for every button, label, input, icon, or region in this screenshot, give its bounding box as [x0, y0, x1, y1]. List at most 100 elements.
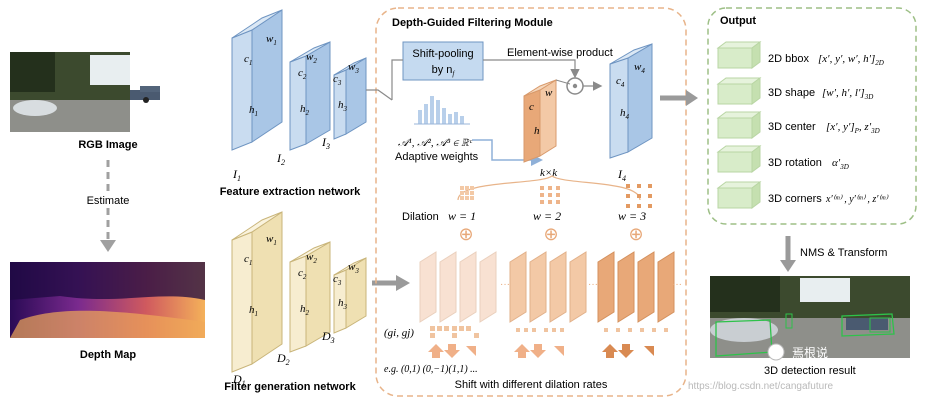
filter-layer-2 — [289, 241, 331, 353]
feature-h2: h2 — [300, 103, 310, 117]
module-border — [375, 7, 687, 397]
filter-D3: D3 — [321, 329, 335, 345]
output-2d-bbox-formula: [x′, y′, w′, h′]2D — [818, 53, 884, 67]
feature-layer-3 — [333, 57, 367, 140]
depth-map-image — [10, 262, 205, 338]
filter-c3: c3 — [333, 273, 342, 287]
to-shift-pooling-line — [391, 59, 403, 100]
feature-w1: w1 — [266, 33, 277, 47]
feature-I2: I2 — [276, 151, 285, 167]
stack-ellipsis-1: ··· — [500, 279, 510, 290]
elementwise-label: Element-wise product — [507, 47, 613, 59]
filter-w1: w1 — [266, 233, 277, 247]
output-title: Output — [720, 15, 756, 27]
estimate-arrowhead — [100, 240, 116, 252]
output-feature-I4 — [609, 43, 653, 159]
watermark-url: https://blog.csdn.net/cangafuture — [688, 381, 834, 392]
shift-pooling-line1: Shift-pooling — [412, 48, 473, 60]
shift-pooling-line2: by nf — [432, 64, 456, 78]
shift-example: e.g. (0,1) (0,−1)(1,1) ... — [384, 364, 478, 375]
adaptive-weights-label: Adaptive weights — [395, 151, 479, 163]
dilation-stack-3 — [597, 251, 675, 323]
shift-pooling-box — [402, 41, 484, 81]
feature-I3: I3 — [321, 135, 330, 151]
stack-ellipsis-2: ··· — [588, 279, 598, 290]
filter-layer-3 — [333, 257, 367, 334]
gi-gj-label: (gi, gj) — [384, 327, 414, 339]
output-2d-bbox-label: 2D bbox — [768, 53, 809, 65]
rgb-image — [10, 52, 160, 132]
feature-c3: c3 — [333, 73, 342, 87]
nms-label: NMS & Transform — [800, 247, 887, 259]
plus-icon-1: ⊕ — [458, 224, 473, 244]
output-item-2d-bbox — [716, 41, 762, 69]
feature-w3: w3 — [348, 61, 359, 75]
dilation-grid-1 — [460, 186, 474, 200]
filter-to-module-arrowhead — [396, 275, 410, 291]
shift-grids — [430, 326, 668, 338]
plus-icon-2: ⊕ — [543, 224, 558, 244]
stack-ellipsis-3: ··· — [672, 279, 682, 290]
filter-w3: w3 — [348, 261, 359, 275]
filter-c2: c2 — [298, 267, 307, 281]
shift-arrows — [428, 344, 654, 358]
feature-to-module-line — [366, 89, 393, 101]
output-3d-rotation-label: 3D rotation — [768, 157, 822, 169]
dilation-w1: w = 1 — [448, 209, 476, 223]
shift-caption: Shift with different dilation rates — [455, 379, 608, 391]
feature-c1: c1 — [244, 53, 252, 67]
output-item-3d-rotation — [716, 145, 762, 173]
output-I4: I4 — [617, 167, 626, 183]
detection-label: 3D detection result — [764, 365, 856, 377]
output-3d-center-label: 3D center — [768, 121, 816, 133]
filter-D2: D2 — [276, 351, 290, 367]
rgb-label: RGB Image — [78, 139, 137, 151]
output-h4: h4 — [620, 107, 630, 121]
dilation-stack-2 — [509, 251, 587, 323]
filter-h2: h2 — [300, 303, 310, 317]
module-title: Depth-Guided Filtering Module — [392, 17, 553, 29]
feature-c2: c2 — [298, 67, 307, 81]
kernel-to-product-line — [555, 79, 571, 85]
elementwise-dot — [572, 83, 578, 89]
output-3d-shape-label: 3D shape — [768, 87, 815, 99]
output-w4: w4 — [634, 61, 645, 75]
dilation-w3: w = 3 — [618, 209, 646, 223]
kernel-h: h — [534, 125, 540, 137]
filter-h1: h1 — [249, 304, 258, 318]
wechat-icon — [767, 343, 785, 361]
output-c4: c4 — [616, 75, 625, 89]
output-3d-rotation-formula: α′3D — [832, 157, 849, 171]
watermark-brand: 焉根说 — [792, 345, 828, 360]
filter-layer-1 — [231, 211, 283, 373]
adaptive-formula: 𝒜¹, 𝒜², 𝒜³ ∈ ℝᶜ — [398, 137, 473, 149]
output-panel-border — [707, 7, 917, 225]
feature-layer-2 — [289, 41, 331, 151]
dilation-stack-1 — [419, 251, 497, 323]
kernel-c: c — [529, 101, 534, 113]
module-to-output-arrowhead — [686, 90, 698, 106]
feature-w2: w2 — [306, 51, 317, 65]
kernel-block — [523, 79, 557, 163]
filter-h3: h3 — [338, 297, 348, 311]
plus-icon-3: ⊕ — [628, 224, 643, 244]
dilation-w2: w = 2 — [533, 209, 561, 223]
feature-I1: I1 — [232, 167, 241, 183]
output-3d-corners-label: 3D corners — [768, 193, 822, 205]
output-3d-center-formula: [x′, y′]P, z′3D — [826, 121, 880, 135]
output-3d-shape-formula: [w′, h′, l′]3D — [822, 87, 873, 101]
output-item-3d-corners — [716, 181, 762, 209]
estimate-label: Estimate — [87, 195, 130, 207]
output-item-3d-shape — [716, 77, 762, 105]
kernel-w: w — [545, 87, 553, 99]
dilation-grid-2 — [540, 186, 560, 204]
kernel-size-label: k×k — [540, 167, 558, 179]
filter-network-title: Filter generation network — [224, 381, 356, 393]
feature-layer-1 — [231, 9, 283, 151]
feature-network — [231, 9, 367, 151]
nms-arrowhead — [780, 260, 796, 272]
dilation-label: Dilation — [402, 211, 439, 223]
adaptive-weights-histogram — [414, 96, 470, 125]
detection-result-image — [710, 276, 910, 358]
